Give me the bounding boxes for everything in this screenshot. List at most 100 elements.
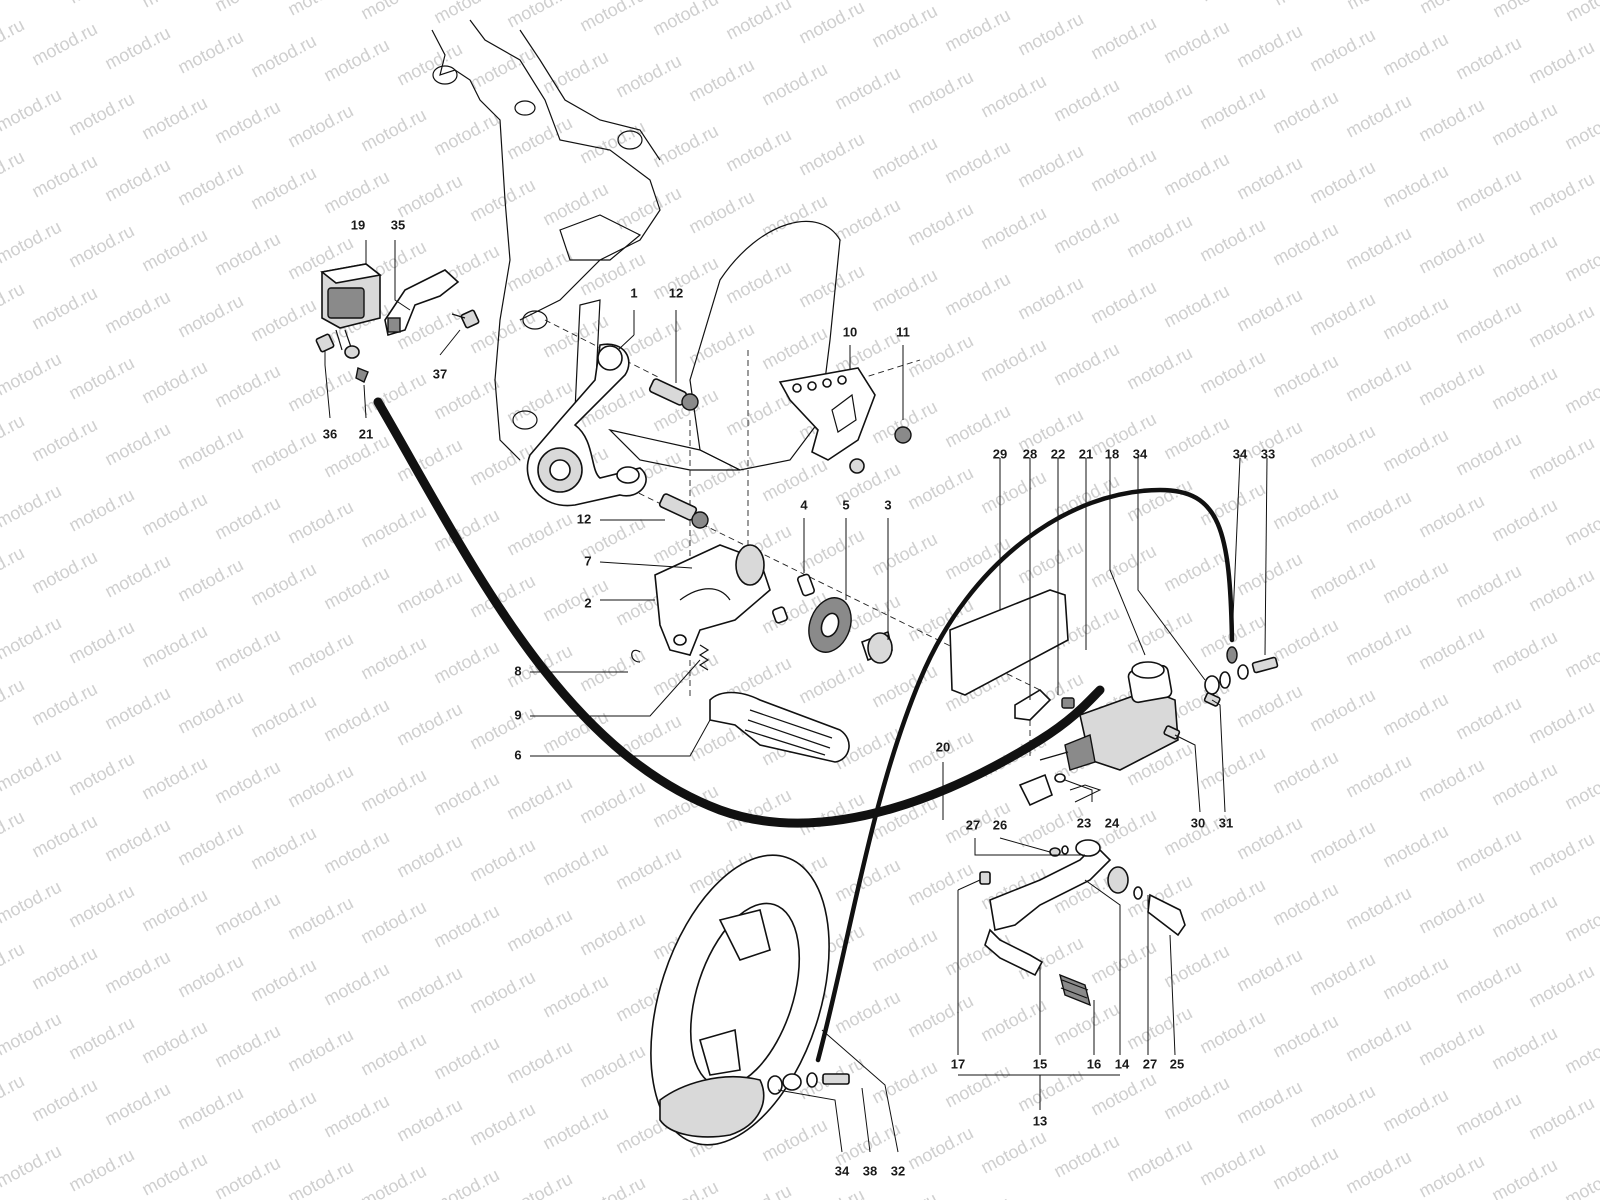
- watermark-text: motod.ru: [138, 1017, 210, 1068]
- watermark-text: motod.ru: [1269, 1011, 1341, 1062]
- watermark-text: motod.ru: [1525, 1093, 1597, 1144]
- watermark-text: motod.ru: [1123, 1003, 1195, 1054]
- watermark-text: motod.ru: [466, 967, 538, 1018]
- watermark-text: motod.ru: [904, 199, 976, 250]
- watermark-text: motod.ru: [539, 1103, 611, 1154]
- watermark-text: motod.ru: [357, 1029, 429, 1080]
- callout-22: 22: [1051, 446, 1065, 461]
- screw-11: [849, 426, 912, 474]
- hose-20: [373, 397, 1105, 828]
- watermark-text: motod.ru: [320, 695, 392, 746]
- watermark-text: motod.ru: [393, 699, 465, 750]
- watermark-text: motod.ru: [357, 897, 429, 948]
- callout-16: 16: [1087, 1056, 1101, 1071]
- watermark-text: motod.ru: [138, 0, 210, 12]
- watermark-text: motod.ru: [1525, 433, 1597, 484]
- watermark-text: motod.ru: [1087, 541, 1159, 592]
- watermark-text: motod.ru: [1379, 29, 1451, 80]
- spring-9: [698, 644, 710, 671]
- watermark-text: motod.ru: [576, 1041, 648, 1092]
- watermark-text: motod.ru: [649, 253, 721, 304]
- callout-9: 9: [514, 707, 521, 722]
- watermark-text: motod.ru: [831, 63, 903, 114]
- footrest-plate: [526, 343, 647, 507]
- watermark-text: motod.ru: [1561, 367, 1600, 418]
- watermark-text: motod.ru: [1525, 829, 1597, 880]
- watermark-text: motod.ru: [1087, 409, 1159, 460]
- watermark-text: motod.ru: [1379, 1085, 1451, 1136]
- watermark-text: motod.ru: [0, 349, 65, 400]
- watermark-text: motod.ru: [685, 319, 757, 370]
- watermark-text: motod.ru: [1014, 537, 1086, 588]
- watermark-text: motod.ru: [503, 773, 575, 824]
- watermark-text: motod.ru: [101, 155, 173, 206]
- brake-disc: [650, 854, 830, 1146]
- watermark-text: motod.ru: [1561, 631, 1600, 682]
- heat-shield: [949, 589, 1069, 696]
- brake-caliper: [659, 1076, 765, 1138]
- watermark-text: motod.ru: [1087, 937, 1159, 988]
- watermark-text: motod.ru: [1269, 1143, 1341, 1194]
- watermark-text: motod.ru: [174, 687, 246, 738]
- watermark-text: motod.ru: [1561, 499, 1600, 550]
- watermark-text: motod.ru: [1306, 685, 1378, 736]
- watermark-text: motod.ru: [65, 749, 137, 800]
- watermark-text: motod.ru: [211, 0, 283, 16]
- watermark-text: motod.ru: [1415, 1151, 1487, 1200]
- callout-32: 32: [891, 1163, 905, 1178]
- watermark-text: motod.ru: [685, 187, 757, 238]
- watermark-text: motod.ru: [1196, 875, 1268, 926]
- rear-master-cylinder: [1039, 661, 1179, 771]
- watermark-text: motod.ru: [1123, 1135, 1195, 1186]
- watermark-text: motod.ru: [576, 249, 648, 300]
- watermark-text: motod.ru: [211, 889, 283, 940]
- watermark-text: motod.ru: [977, 71, 1049, 122]
- watermark-text: motod.ru: [1488, 99, 1560, 150]
- callout-36: 36: [323, 426, 337, 441]
- watermark-text: motod.ru: [977, 995, 1049, 1046]
- watermark-text: motod.ru: [1525, 37, 1597, 88]
- watermark-text: motod.ru: [1123, 79, 1195, 130]
- watermark-text: motod.ru: [941, 269, 1013, 320]
- watermark-text: motod.ru: [466, 835, 538, 886]
- watermark-text: motod.ru: [795, 0, 867, 48]
- callout-35: 35: [391, 217, 405, 232]
- watermark-text: motod.ru: [320, 827, 392, 878]
- watermark-text: motod.ru: [1415, 95, 1487, 146]
- watermark-text: motod.ru: [28, 283, 100, 334]
- watermark-text: motod.ru: [1014, 273, 1086, 324]
- watermark-text: motod.ru: [28, 679, 100, 730]
- watermark-text: motod.ru: [1160, 413, 1232, 464]
- watermark-text: motod.ru: [503, 905, 575, 956]
- watermark-text: motod.ru: [941, 5, 1013, 56]
- watermark-text: motod.ru: [247, 691, 319, 742]
- watermark-text: motod.ru: [503, 509, 575, 560]
- watermark-text: motod.ru: [174, 819, 246, 870]
- watermark-text: motod.ru: [430, 1165, 502, 1200]
- watermark-text: motod.ru: [174, 555, 246, 606]
- watermark-text: motod.ru: [28, 547, 100, 598]
- watermark-text: motod.ru: [357, 765, 429, 816]
- watermark-text: motod.ru: [904, 331, 976, 382]
- watermark-text: motod.ru: [1123, 475, 1195, 526]
- watermark-text: motod.ru: [576, 1173, 648, 1200]
- watermark-text: motod.ru: [28, 943, 100, 994]
- screw-37: [451, 309, 480, 329]
- watermark-text: motod.ru: [1123, 211, 1195, 262]
- watermark-text: motod.ru: [1087, 13, 1159, 64]
- watermark-text: motod.ru: [1415, 1019, 1487, 1070]
- watermark-text: motod.ru: [247, 427, 319, 478]
- watermark-text: motod.ru: [941, 401, 1013, 452]
- watermark-text: motod.ru: [758, 59, 830, 110]
- watermark-text: motod.ru: [138, 621, 210, 672]
- callout-21-top: 21: [359, 426, 373, 441]
- watermark-text: motod.ru: [612, 843, 684, 894]
- watermark-text: motod.ru: [65, 881, 137, 932]
- watermark-text: motod.ru: [831, 195, 903, 246]
- callout-23: 23: [1077, 815, 1091, 830]
- clip-8: [631, 649, 641, 663]
- brake-pedal-assembly: [979, 839, 1186, 1007]
- watermark-text: motod.ru: [831, 855, 903, 906]
- watermark-text: motod.ru: [868, 1, 940, 52]
